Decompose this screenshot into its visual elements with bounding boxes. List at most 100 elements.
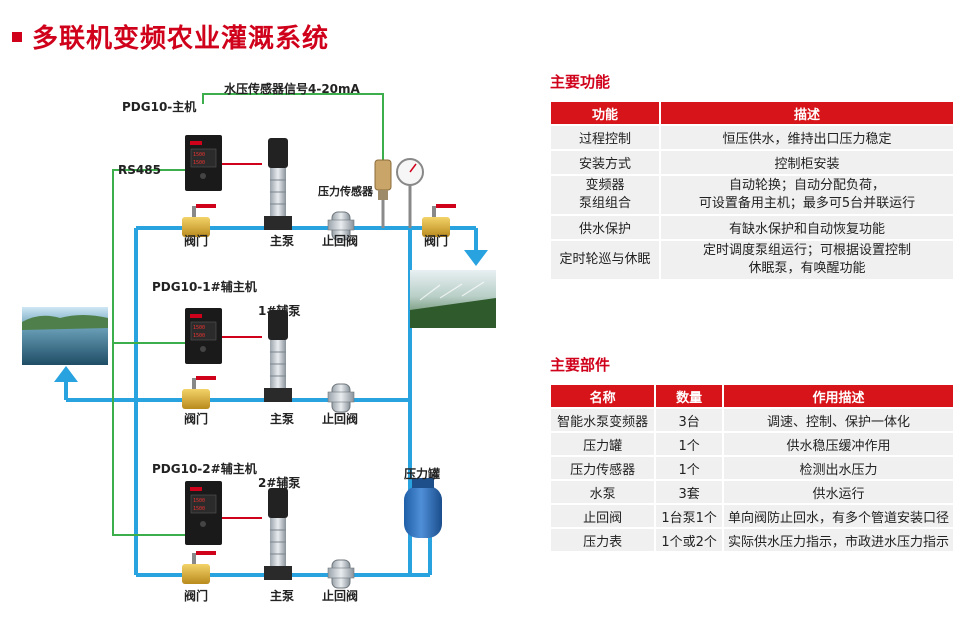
aux2-host-label: PDG10-2#辅主机 (152, 462, 257, 476)
svg-text:1500: 1500 (193, 152, 205, 158)
description-cell: 定时调度泵组运行；可根据设置控制 休眠泵，有唤醒功能 (659, 239, 955, 281)
column-header-name: 名称 (548, 383, 657, 409)
table-row: 水泵 3套 供水运行 (548, 479, 956, 505)
description-line: 休眠泵，有唤醒功能 (748, 261, 866, 276)
part-desc-cell: 实际供水压力指示，市政进水压力指示 (721, 527, 956, 553)
main-pump-label-3: 主泵 (270, 589, 295, 603)
table-row: 压力罐 1个 供水稳压缓冲作用 (548, 431, 956, 457)
table-row: 定时轮巡与休眠 定时调度泵组运行；可根据设置控制 休眠泵，有唤醒功能 (549, 239, 955, 281)
pressure-tank-label: 压力罐 (404, 467, 441, 481)
inverter-aux1: 1500 1500 (185, 308, 222, 364)
part-name-cell: 压力罐 (548, 431, 657, 457)
pressure-gauge-icon (396, 158, 424, 228)
inverter-aux2: 1500 1500 (185, 481, 222, 545)
ball-valve-icon (182, 551, 216, 584)
svg-text:1500: 1500 (193, 333, 205, 339)
valve-label-outlet: 阀门 (424, 234, 449, 248)
description-cell: 控制柜安装 (659, 149, 955, 176)
inverter-main: 1500 1500 (185, 135, 222, 191)
part-name-cell: 智能水泵变频器 (548, 407, 657, 433)
pressure-sensor-icon (374, 159, 392, 228)
part-name-cell: 止回阀 (548, 503, 657, 529)
table-row: 过程控制 恒压供水，维持出口压力稳定 (549, 124, 955, 151)
part-name-cell: 压力传感器 (548, 455, 657, 481)
svg-text:1500: 1500 (193, 506, 205, 512)
part-qty-cell: 1台泵1个 (654, 503, 724, 529)
function-cell: 过程控制 (549, 124, 661, 151)
valve-label-3: 阀门 (184, 589, 209, 603)
column-header-description: 描述 (659, 100, 955, 126)
aux2-pump-label: 2#辅泵 (258, 476, 301, 490)
function-line: 变频器 (585, 178, 625, 193)
part-qty-cell: 3台 (654, 407, 724, 433)
pressure-tank-icon (404, 478, 442, 538)
column-header-role: 作用描述 (721, 383, 956, 409)
ball-valve-icon (422, 204, 456, 237)
valve-label-2: 阀门 (184, 412, 209, 426)
description-cell: 自动轮换；自动分配负荷， 可设置备用主机；最多可5台并联运行 (659, 174, 955, 216)
description-line: 自动轮换；自动分配负荷， (728, 178, 885, 193)
pump-aux1 (264, 310, 292, 402)
lake-image (22, 307, 108, 365)
description-line: 定时调度泵组运行；可根据设置控制 (702, 243, 911, 258)
description-line: 可设置备用主机；最多可5台并联运行 (698, 196, 916, 211)
column-header-function: 功能 (549, 100, 661, 126)
aux1-pump-label: 1#辅泵 (258, 304, 301, 318)
check-valve-label-3: 止回阀 (322, 589, 359, 603)
part-qty-cell: 1个 (654, 455, 724, 481)
pressure-sensor-label: 压力传感器 (318, 185, 373, 198)
pump-aux2 (264, 488, 292, 580)
ball-valve-icon (182, 376, 216, 409)
ball-valve-icon (182, 204, 216, 237)
part-desc-cell: 单向阀防止回水，有多个管道安装口径 (721, 503, 956, 529)
table-row: 智能水泵变频器 3台 调速、控制、保护一体化 (548, 407, 956, 433)
svg-text:1500: 1500 (193, 160, 205, 166)
function-cell: 供水保护 (549, 214, 661, 241)
check-valve-icon (327, 559, 355, 589)
functions-title: 主要功能 (550, 73, 611, 91)
svg-text:1500: 1500 (193, 498, 205, 504)
diagram-canvas: 1500 1500 1500 1500 1500 1500 (22, 93, 496, 589)
field-image (410, 270, 496, 328)
main-pump-label-1: 主泵 (270, 234, 295, 248)
part-qty-cell: 3套 (654, 479, 724, 505)
parts-title: 主要部件 (550, 356, 611, 374)
check-valve-icon (327, 383, 355, 413)
part-qty-cell: 1个 (654, 431, 724, 457)
valve-label-1: 阀门 (184, 234, 209, 248)
table-row: 安装方式 控制柜安装 (549, 149, 955, 176)
signal-wires (112, 93, 384, 536)
function-cell: 定时轮巡与休眠 (549, 239, 661, 281)
irrigation-diagram: 1500 1500 1500 1500 1500 1500 (0, 60, 530, 619)
table-row: 压力传感器 1个 检测出水压力 (548, 455, 956, 481)
function-line: 泵组组合 (578, 196, 631, 211)
check-valve-icon (327, 211, 355, 241)
part-name-cell: 水泵 (548, 479, 657, 505)
table-row: 压力表 1个或2个 实际供水压力指示，市政进水压力指示 (548, 527, 956, 553)
aux1-host-label: PDG10-1#辅主机 (152, 280, 257, 294)
main-pump-label-2: 主泵 (270, 412, 295, 426)
part-qty-cell: 1个或2个 (654, 527, 724, 553)
main-host-label: PDG10-主机 (122, 100, 197, 114)
table-row: 变频器 泵组组合 自动轮换；自动分配负荷， 可设置备用主机；最多可5台并联运行 (549, 174, 955, 216)
function-cell: 安装方式 (549, 149, 661, 176)
svg-text:1500: 1500 (193, 325, 205, 331)
table-row: 供水保护 有缺水保护和自动恢复功能 (549, 214, 955, 241)
check-valve-label-2: 止回阀 (322, 412, 359, 426)
part-name-cell: 压力表 (548, 527, 657, 553)
function-cell: 变频器 泵组组合 (549, 174, 661, 216)
part-desc-cell: 调速、控制、保护一体化 (721, 407, 956, 433)
power-lines (222, 163, 262, 519)
outlet-arrow-icon (464, 250, 488, 266)
page-title: 多联机变频农业灌溉系统 (32, 24, 330, 54)
description-cell: 有缺水保护和自动恢复功能 (659, 214, 955, 241)
column-header-quantity: 数量 (654, 383, 724, 409)
part-desc-cell: 供水稳压缓冲作用 (721, 431, 956, 457)
title-bullet-icon (12, 32, 22, 42)
rs485-label: RS485 (118, 163, 161, 177)
parts-table: 名称 数量 作用描述 智能水泵变频器 3台 调速、控制、保护一体化 压力罐 1个… (548, 383, 956, 553)
sensor-signal-label: 水压传感器信号4-20mA (224, 82, 360, 96)
part-desc-cell: 检测出水压力 (721, 455, 956, 481)
inlet-arrow-icon (54, 366, 78, 382)
pump-main (264, 138, 292, 230)
